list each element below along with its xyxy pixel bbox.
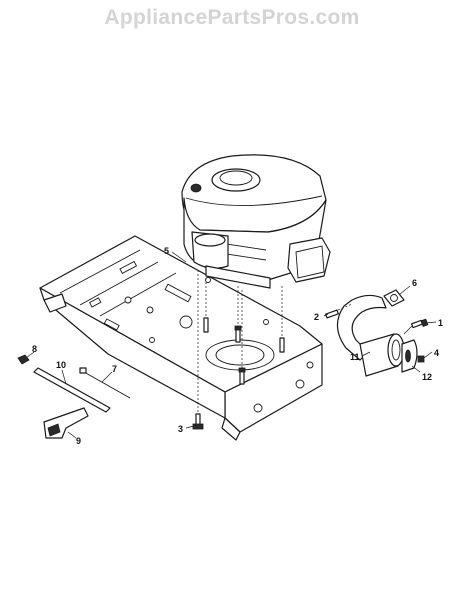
callout-5: 5 <box>164 246 169 256</box>
callout-6: 6 <box>412 278 417 288</box>
callout-9: 9 <box>76 436 81 446</box>
rod-part-10 <box>33 367 111 413</box>
bracket-part-9 <box>43 407 89 439</box>
cable-tie-part-7 <box>79 367 131 399</box>
callout-4: 4 <box>434 348 439 358</box>
callout-2: 2 <box>314 312 319 322</box>
callout-1: 1 <box>438 318 443 328</box>
muffler-assembly <box>325 289 429 377</box>
bolt-part-3 <box>192 413 204 430</box>
callout-7: 7 <box>112 364 117 374</box>
callout-11: 11 <box>350 352 360 362</box>
callout-12: 12 <box>422 372 432 382</box>
engine-mount-bolts <box>203 317 285 385</box>
watermark: AppliancePartsPros.com <box>104 6 360 29</box>
tractor-frame <box>39 235 323 441</box>
engine <box>181 154 331 289</box>
callout-8: 8 <box>32 344 37 354</box>
nut-part-8 <box>17 354 30 365</box>
callout-3: 3 <box>178 424 183 434</box>
callout-10: 10 <box>56 360 66 370</box>
